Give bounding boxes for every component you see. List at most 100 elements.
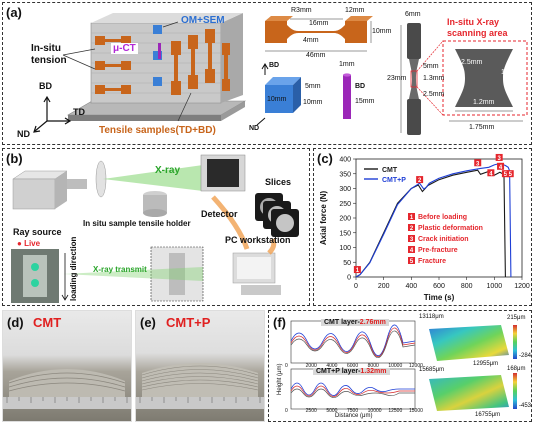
y-tick-label: 200 [339,216,351,223]
cube-bd: BD [269,62,280,69]
profile-xtick: 6000 [347,363,359,369]
cmtp-layer-value: 1.32mm [360,368,387,375]
scan-title-line1: In-situ X-ray [447,17,500,27]
sample-holder [143,191,167,217]
stage-legend-box [408,213,415,220]
x-tick-label: 400 [405,283,417,290]
legend-label: CMT+P [382,177,406,184]
legend-label: CMT [382,167,398,174]
stage-legend-box [408,235,415,242]
stage-marker-label: 5 [504,172,508,178]
x-tick-label: 600 [433,283,445,290]
panel-b: (b) [2,148,310,306]
stage-legend-number: 1 [410,215,414,221]
x-tick-label: 1000 [487,283,503,290]
scan-1-2mm: 1.2mm [473,99,495,106]
panel-a-label: (a) [6,5,22,20]
stage-legend-number: 2 [410,226,414,232]
ray-source-box [12,160,107,210]
panel-f-label: (f) [273,315,286,330]
holder-label: In situ sample tensile holder [83,219,191,228]
panel-b-label: (b) [6,151,23,166]
stage-marker [353,266,361,274]
y-axis-label: Axial force (N) [319,191,328,246]
profile-xtick: 5000 [326,408,338,414]
loading-direction-label: loading direction [69,236,78,301]
colorbar-cmt [513,325,517,359]
stage-marker [497,162,505,170]
panel-d-label: (d) [7,315,24,330]
profile-xtick: 12500 [388,408,403,414]
stage-marker [495,153,503,161]
dog-bone-specimen [265,16,373,52]
profile-xtick: 2500 [305,408,317,414]
y-tick-label: 50 [343,260,351,267]
x-tick-label: 200 [378,283,390,290]
dim-r3: R3mm [291,7,312,14]
profile-xtick: 10000 [367,408,382,414]
scan-1-75mm: 1.75mm [469,124,495,131]
panel-c-label: (c) [317,151,333,166]
om-sem-label: OM+SEM [181,15,225,26]
panel-e-label: (e) [140,315,156,330]
panel-e: (e) CMT+P [135,310,265,422]
tensile-samples-label: Tensile samples(TD+BD) [99,125,216,136]
profile-xtick: 12000 [409,363,423,369]
detector-device [200,154,246,192]
stage-marker-label: 5 [509,172,513,178]
stage-marker-label: 2 [418,178,422,184]
spec-2-5mm: 2.5mm [423,91,445,98]
height-map-cmt-p [429,375,509,411]
cmt-layer-badge: CMT layer-2.76mm [321,319,389,326]
stage-legend-text: Pre-fracture [418,247,458,254]
dim-16: 16mm [309,20,329,27]
profile-plots [290,320,517,411]
y-tick-label: 0 [347,275,351,282]
panel-b-drawing [11,154,299,303]
spec-6mm: 6mm [405,11,421,18]
x-axis-label: Time (s) [424,293,455,302]
y-tick-label: 300 [339,186,351,193]
panel-d-title: CMT [33,315,62,330]
stage-legend-text: Plastic deformation [418,225,483,232]
series-line-cmt [355,169,506,278]
slices-stack [255,193,299,237]
spec-23mm: 23mm [387,75,407,82]
stage-legend-number: 5 [410,259,414,265]
live-label: Live [24,239,41,248]
in-situ-label-line2: tension [31,55,67,66]
axis-nd-label: ND [17,129,30,139]
stage-marker-label: 4 [489,171,493,177]
stage-legend-text: Crack initiation [418,236,469,243]
scan-1mm: 1mm [501,69,517,76]
stage-marker [506,170,514,178]
pc-workstation-device [232,252,281,295]
profile-xtick: 10000 [388,363,403,369]
blue-cube [256,63,301,126]
rod-bd: BD [355,83,366,90]
stage-marker-label: 3 [498,156,502,162]
ray-source-label: Ray source [13,227,62,237]
cube-10mm-b: 10mm [303,99,323,106]
profile-xlabel: Distance (μm) [335,413,373,419]
map1-max-label: 215μm [507,315,526,321]
map2-top-label: 15685μm [419,367,445,373]
base-plate [66,100,247,121]
profile-xtick: 8000 [367,363,379,369]
cmt-p-wall-drawing [136,363,264,409]
dim-46: 46mm [306,52,326,59]
profile-xtick: 0 [285,408,288,414]
panel-a: (a) [2,2,532,145]
cmtp-layer-badge: CMT+P layer-1.32mm [313,368,390,375]
mu-ct-rod [158,43,161,59]
profile-xtick: 2000 [305,363,317,369]
stage-legend-box [408,224,415,231]
stage-legend-box [408,257,415,264]
dim-10: 10mm [372,28,392,35]
map2-max-label: 168μm [507,366,526,372]
vertical-tensile-samples [171,29,230,95]
y-tick-label: 150 [339,230,351,237]
